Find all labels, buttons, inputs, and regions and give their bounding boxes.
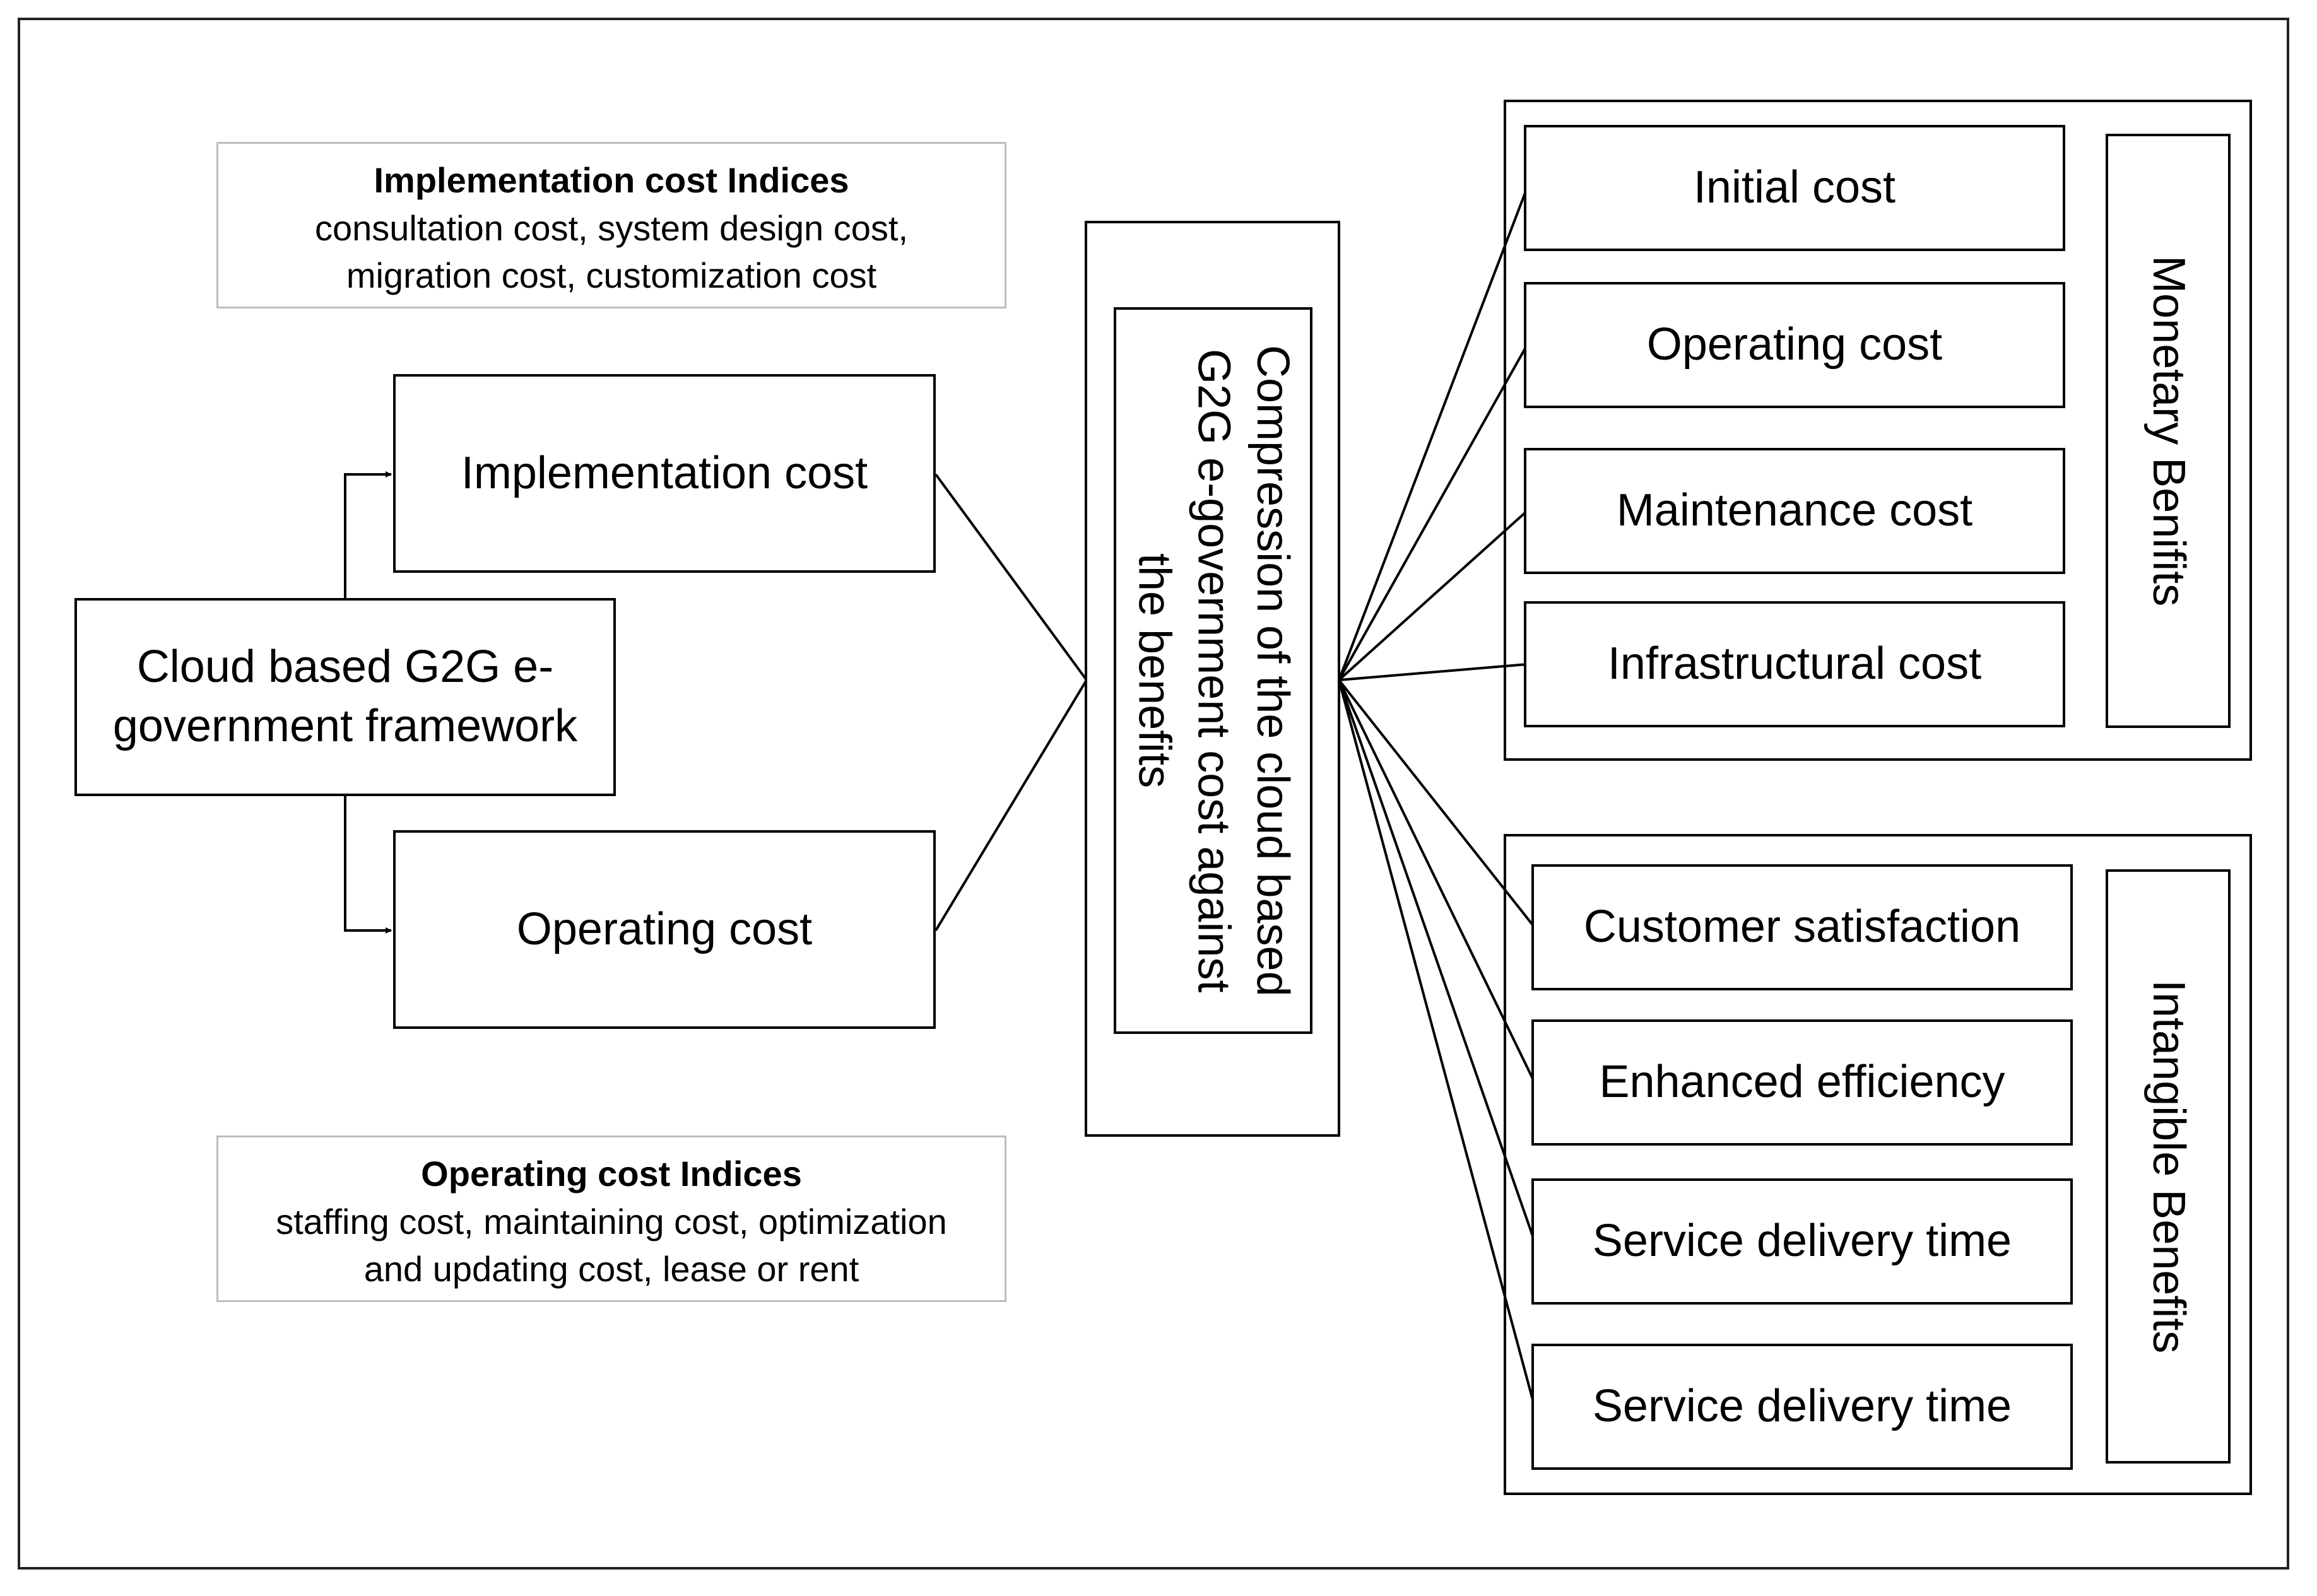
comparison-line-1: Compression of the cloud based	[1247, 344, 1298, 997]
intangible-benefits-label: Intangible Benefits	[2143, 979, 2194, 1354]
monetary-item-maintenance-cost: Maintenance cost	[1524, 448, 2065, 574]
monetary-item-label: Operating cost	[1646, 319, 1943, 370]
framework-line-2: government framework	[112, 701, 578, 751]
framework-line-1: Cloud based G2G e-	[136, 642, 554, 693]
implementation-cost-box: Implementation cost	[393, 374, 936, 573]
operating-cost-label: Operating cost	[516, 903, 813, 954]
line-to-service-delivery-time-2	[1338, 679, 1536, 1407]
comparison-text: Compression of the cloud based G2G e-gov…	[1124, 345, 1302, 997]
intangible-item-label: Service delivery time	[1592, 1381, 2012, 1432]
line-to-infrastructural-cost	[1338, 663, 1528, 681]
operating-indices-box: Operating cost Indices staffing cost, ma…	[216, 1135, 1006, 1302]
intangible-item-label: Service delivery time	[1592, 1216, 2012, 1267]
intangible-item-service-delivery-time-1: Service delivery time	[1531, 1178, 2073, 1305]
intangible-item-service-delivery-time-2: Service delivery time	[1531, 1344, 2073, 1470]
arrow-to-operating	[344, 796, 392, 934]
comparison-inner-box: Compression of the cloud based G2G e-gov…	[1114, 307, 1312, 1034]
diagram-frame	[18, 18, 2289, 1570]
monetary-item-label: Maintenance cost	[1616, 485, 1973, 536]
line-to-enhanced-efficiency	[1338, 679, 1536, 1083]
monetary-item-initial-cost: Initial cost	[1524, 125, 2065, 251]
operating-indices-line-2: and updating cost, lease or rent	[363, 1249, 859, 1289]
monetary-item-label: Initial cost	[1693, 162, 1896, 213]
implementation-cost-label: Implementation cost	[461, 447, 868, 498]
implementation-indices-heading: Implementation cost Indices	[374, 160, 849, 200]
framework-box: Cloud based G2G e- government framework	[74, 598, 616, 796]
operating-cost-box: Operating cost	[393, 830, 936, 1029]
line-to-operating-cost	[1338, 344, 1528, 681]
intangible-item-enhanced-efficiency: Enhanced efficiency	[1531, 1019, 2073, 1146]
operating-indices-line-1: staffing cost, maintaining cost, optimiz…	[276, 1201, 947, 1241]
line-to-maintenance-cost	[1338, 510, 1528, 681]
monetary-item-infrastructural-cost: Infrastructural cost	[1524, 601, 2065, 727]
operating-indices-heading: Operating cost Indices	[421, 1154, 802, 1194]
comparison-line-3: the benefits	[1129, 553, 1180, 789]
implementation-indices-line-2: migration cost, customization cost	[346, 255, 877, 296]
line-to-service-delivery-time-1	[1338, 679, 1536, 1242]
intangible-item-customer-satisfaction: Customer satisfaction	[1531, 864, 2073, 990]
line-operating-to-comparison	[934, 679, 1088, 932]
monetary-benefits-label-box: Monetary Benifits	[2106, 134, 2231, 728]
intangible-benefits-label-box: Intangible Benefits	[2106, 869, 2231, 1464]
arrow-to-implementation	[344, 471, 392, 599]
intangible-item-label: Customer satisfaction	[1583, 901, 2021, 953]
line-implementation-to-comparison	[934, 473, 1088, 681]
implementation-indices-line-1: consultation cost, system design cost,	[315, 208, 908, 248]
comparison-line-2: G2G e-government cost against	[1188, 348, 1239, 993]
monetary-benefits-label: Monetary Benifits	[2143, 255, 2194, 607]
line-to-initial-cost	[1338, 187, 1528, 681]
intangible-item-label: Enhanced efficiency	[1599, 1057, 2005, 1108]
intangible-benefits-group	[1504, 834, 2252, 1495]
implementation-indices-box: Implementation cost Indices consultation…	[216, 142, 1006, 308]
monetary-item-label: Infrastructural cost	[1607, 638, 1982, 689]
monetary-item-operating-cost: Operating cost	[1524, 282, 2065, 408]
monetary-benefits-group	[1504, 100, 2252, 761]
line-to-customer-satisfaction	[1338, 679, 1536, 929]
